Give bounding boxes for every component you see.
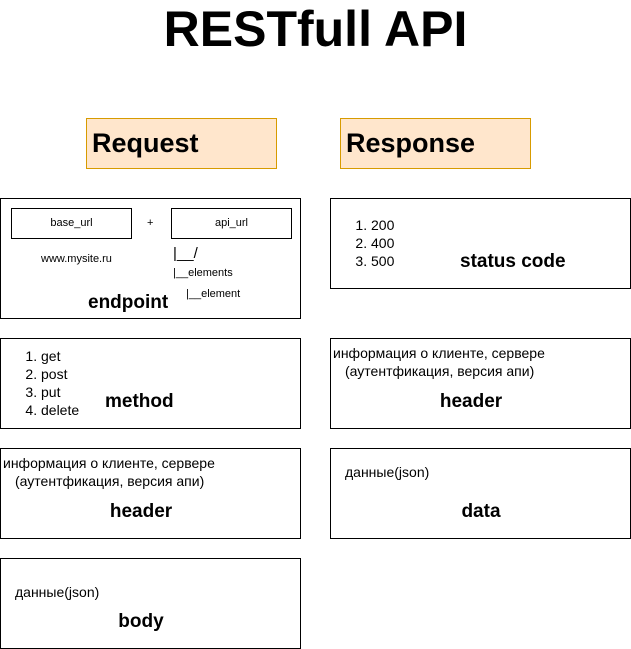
request-header-line1: информация о клиенте, сервере xyxy=(3,455,215,471)
data-label: data xyxy=(461,501,501,522)
method-item: get xyxy=(41,347,79,365)
response-header-line1: информация о клиенте, сервере xyxy=(333,345,545,361)
base-url-box: base_url xyxy=(11,208,132,239)
plus-sign: + xyxy=(147,217,154,229)
method-list: get post put delete xyxy=(1,347,79,419)
endpoint-label: endpoint xyxy=(88,292,169,313)
diagram-title: RESTfull API xyxy=(163,1,468,57)
status-list: 200 400 500 xyxy=(331,216,394,270)
tree-elements: |__elements xyxy=(173,267,233,279)
method-item: post xyxy=(41,365,79,383)
body-text: данные(json) xyxy=(15,584,100,600)
request-header-label: header xyxy=(109,501,173,522)
response-heading: Response xyxy=(340,118,531,169)
response-header-line2: (аутентфикация, версия апи) xyxy=(345,363,535,379)
method-item: put xyxy=(41,383,79,401)
tree-root: |__/ xyxy=(173,245,198,262)
endpoint-box: base_url + api_url www.mysite.ru |__/ |_… xyxy=(0,198,301,319)
response-header-label: header xyxy=(439,391,503,412)
status-item: 500 xyxy=(371,252,394,270)
request-header-line2: (аутентфикация, версия апи) xyxy=(15,473,205,489)
request-header-box: информация о клиенте, сервере (аутентфик… xyxy=(0,448,301,539)
method-label: method xyxy=(105,391,174,412)
body-box: данные(json) body xyxy=(0,558,301,649)
status-code-box: 200 400 500 status code xyxy=(330,198,631,289)
method-box: get post put delete method xyxy=(0,338,301,429)
response-header-box: информация о клиенте, сервере (аутентфик… xyxy=(330,338,631,429)
method-item: delete xyxy=(41,401,79,419)
status-item: 200 xyxy=(371,216,394,234)
status-item: 400 xyxy=(371,234,394,252)
request-heading: Request xyxy=(86,118,277,169)
data-text: данные(json) xyxy=(345,464,430,480)
example-site: www.mysite.ru xyxy=(41,253,112,265)
status-code-label: status code xyxy=(460,251,566,272)
tree-element: |__element xyxy=(186,288,241,300)
data-box: данные(json) data xyxy=(330,448,631,539)
body-label: body xyxy=(118,611,164,632)
api-url-box: api_url xyxy=(171,208,292,239)
